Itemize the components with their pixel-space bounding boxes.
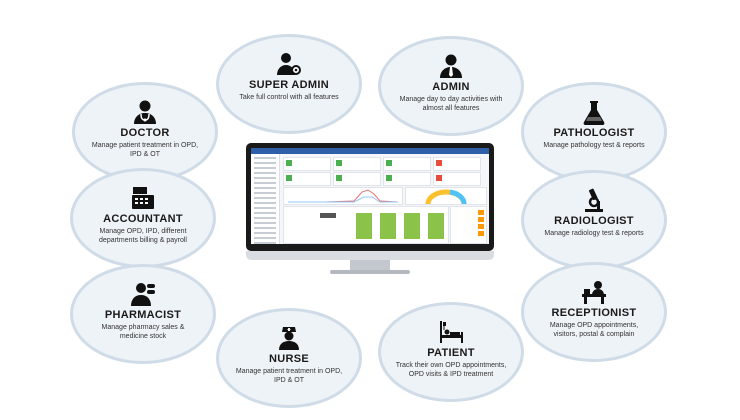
role-title: PHARMACIST — [104, 309, 182, 321]
stat-card — [283, 172, 331, 186]
bar-chart-panel — [283, 206, 449, 244]
role-title: ACCOUNTANT — [103, 213, 183, 225]
role-title: PATIENT — [427, 347, 475, 359]
stat-card — [283, 157, 331, 171]
monitor — [246, 143, 494, 251]
role-description: Manage pathology test & reports — [543, 142, 645, 149]
role-super-admin: SUPER ADMIN Take full control with all f… — [216, 34, 362, 134]
stat-card — [383, 172, 431, 186]
role-description: Track their own OPD appointments, OPD vi… — [395, 362, 507, 378]
dashboard-topbar — [251, 148, 489, 154]
role-description: Take full control with all features — [239, 94, 339, 101]
role-description: Manage radiology test & reports — [544, 230, 644, 237]
stat-card — [433, 157, 481, 171]
stat-card — [383, 157, 431, 171]
role-nurse: NURSE Manage patient treatment in OPD, I… — [216, 308, 362, 408]
role-description: Manage OPD appointments, visitors, posta… — [549, 322, 639, 338]
gauge-panel — [405, 187, 487, 205]
role-radiologist: RADIOLOGIST Manage radiology test & repo… — [521, 170, 667, 270]
role-description: Manage pharmacy sales & medicine stock — [101, 324, 185, 340]
microscope-icon — [524, 187, 664, 213]
line-chart-panel — [283, 187, 403, 205]
role-doctor: DOCTOR Manage patient treatment in OPD, … — [72, 82, 218, 182]
stat-card — [333, 172, 381, 186]
patient-bed-icon — [381, 319, 521, 345]
nurse-icon — [219, 325, 359, 351]
role-accountant: ACCOUNTANT Manage OPD, IPD, different de… — [70, 168, 216, 268]
role-receptionist: RECEPTIONIST Manage OPD appointments, vi… — [521, 262, 667, 362]
receptionist-icon — [524, 279, 664, 305]
dashboard-screen — [251, 148, 489, 244]
role-title: PATHOLOGIST — [553, 127, 635, 139]
monitor-base — [330, 270, 410, 274]
cash-register-icon — [73, 185, 213, 211]
stat-card — [433, 172, 481, 186]
role-title: RADIOLOGIST — [554, 215, 634, 227]
monitor-chin — [246, 251, 494, 260]
role-patient: PATIENT Track their own OPD appointments… — [378, 302, 524, 402]
role-description: Manage OPD, IPD, different departments b… — [99, 228, 187, 244]
role-description: Manage patient treatment in OPD, IPD & O… — [91, 142, 199, 158]
monitor-stand — [350, 260, 390, 270]
role-pathologist: PATHOLOGIST Manage pathology test & repo… — [521, 82, 667, 182]
user-tie-icon — [381, 53, 521, 79]
role-description: Manage day to day activities with almost… — [399, 96, 503, 112]
role-admin: ADMIN Manage day to day activities with … — [378, 36, 524, 136]
role-title: RECEPTIONIST — [551, 307, 637, 319]
role-pharmacist: PHARMACIST Manage pharmacy sales & medic… — [70, 264, 216, 364]
role-title: NURSE — [268, 353, 309, 365]
user-gear-icon — [219, 51, 359, 77]
side-list-panel — [450, 206, 487, 244]
doctor-icon — [75, 99, 215, 125]
pharmacist-icon — [73, 281, 213, 307]
stat-card — [333, 157, 381, 171]
role-title: SUPER ADMIN — [249, 79, 329, 91]
role-description: Manage patient treatment in OPD, IPD & O… — [235, 368, 343, 384]
role-title: DOCTOR — [120, 127, 170, 139]
dashboard-sidebar — [251, 154, 280, 244]
flask-icon — [524, 99, 664, 125]
role-title: ADMIN — [432, 81, 470, 93]
